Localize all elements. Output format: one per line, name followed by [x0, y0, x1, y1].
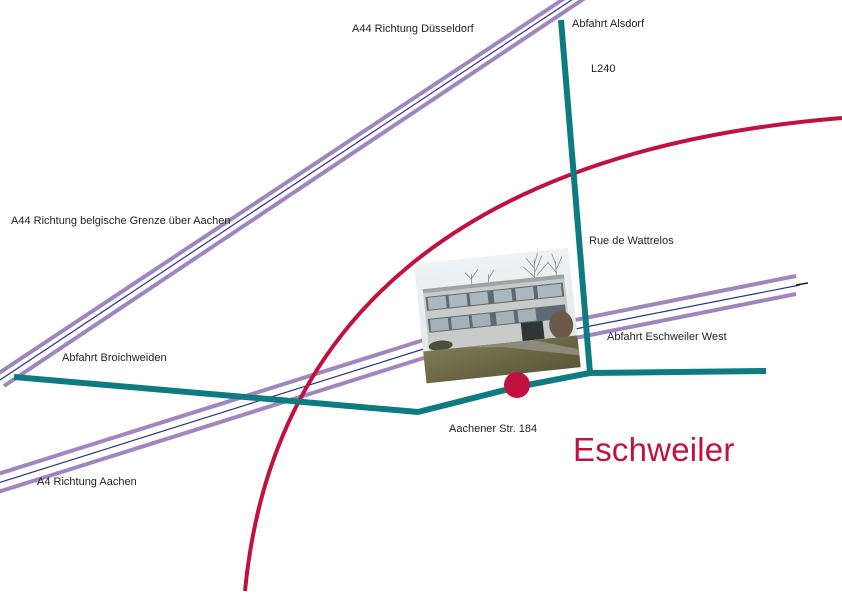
- city-label: Eschweiler: [573, 431, 735, 468]
- motorway-a4-centerline: [0, 346, 431, 483]
- label-a44-richtung-duesseldorf: A44 Richtung Düsseldorf: [352, 23, 474, 35]
- motorway-a4-centerline-east: [564, 284, 801, 332]
- road-aachener-str: [13, 368, 767, 415]
- label-abfahrt-broichweiden: Abfahrt Broichweiden: [62, 352, 167, 364]
- motorway-a4-outer-bottom-east: [564, 292, 797, 342]
- label-abfahrt-eschweiler-west: Abfahrt Eschweiler West: [607, 331, 727, 343]
- label-aachener-str: Aachener Str. 184: [449, 423, 538, 435]
- motorway-a4: [0, 274, 809, 494]
- motorway-a44: [0, 0, 586, 388]
- label-a44-richtung-belgische-grenze: A44 Richtung belgische Grenze über Aache…: [11, 215, 231, 227]
- motorway-a4-outer-bottom: [0, 354, 431, 494]
- motorway-a4-end-tick: [795, 282, 809, 286]
- motorway-a44-centerline: [0, 0, 573, 381]
- motorway-a4-outer-top-east: [564, 274, 797, 324]
- label-a4-richtung-aachen: A4 Richtung Aachen: [37, 476, 137, 488]
- motorway-a44-outer-right: [2, 0, 586, 388]
- ring-road-arc: [243, 116, 842, 592]
- motorway-a4-outer-top: [0, 336, 431, 476]
- road-l240-rue-de-wattrelos: [558, 19, 593, 374]
- building-photo-icon: [414, 247, 581, 384]
- location-dot-icon: [504, 372, 530, 398]
- label-l240: L240: [591, 63, 616, 75]
- motorway-a44-outer-left: [0, 0, 566, 375]
- label-rue-de-wattrelos: Rue de Wattrelos: [589, 235, 674, 247]
- label-abfahrt-alsdorf: Abfahrt Alsdorf: [572, 18, 645, 30]
